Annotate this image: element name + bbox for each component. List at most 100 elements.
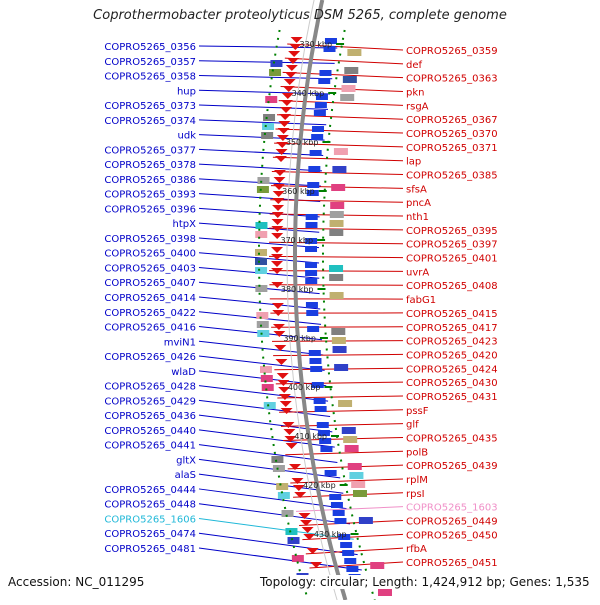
reverse-gene-glyph <box>284 79 296 85</box>
ruler-tick-label: 430 kbp <box>314 530 347 539</box>
right-gene-label: COPRO5265_0370 <box>406 129 498 140</box>
left-label-connector <box>199 105 328 109</box>
feature-color-block <box>271 456 283 463</box>
forward-gene-glyph <box>312 126 324 132</box>
left-gene-label: COPRO5265_0422 <box>104 308 196 319</box>
forward-gene-glyph <box>306 310 318 316</box>
feature-color-block <box>343 76 357 83</box>
feature-color-block <box>285 528 297 535</box>
reverse-gene-glyph <box>274 170 286 176</box>
left-gene-label: COPRO5265_0398 <box>104 234 196 245</box>
left-label-connector <box>199 61 335 64</box>
feature-color-block <box>331 328 345 335</box>
left-gene-label: COPRO5265_0407 <box>104 278 196 289</box>
right-gene-label: polB <box>406 447 428 458</box>
left-gene-label: COPRO5265_0374 <box>104 116 196 127</box>
right-label-connector <box>269 256 403 257</box>
right-gene-label: glf <box>406 420 419 431</box>
ruler-tick-label: 390 kbp <box>283 334 316 343</box>
left-gene-label: COPRO5265_0358 <box>104 72 196 83</box>
right-gene-label: pssF <box>406 406 429 417</box>
accession-text: Accession: NC_011295 <box>6 575 146 589</box>
feature-color-block <box>265 96 277 103</box>
right-gene-label: COPRO5265_0449 <box>406 516 498 527</box>
left-gene-label: COPRO5265_0378 <box>104 160 196 171</box>
topology-text: Topology: circular; Length: 1,424,912 bp… <box>258 575 592 589</box>
left-gene-label: alaS <box>175 470 196 481</box>
reverse-gene-glyph <box>281 100 293 106</box>
reverse-gene-glyph <box>272 205 284 211</box>
feature-color-block <box>255 222 267 229</box>
right-label-connector <box>299 520 403 525</box>
reverse-gene-glyph <box>286 65 298 71</box>
feature-color-block <box>261 132 273 139</box>
left-label-connector <box>199 415 332 432</box>
right-gene-label: rfbA <box>406 544 427 555</box>
reverse-gene-glyph <box>280 401 292 407</box>
left-gene-label: COPRO5265_0429 <box>104 396 196 407</box>
left-gene-label: COPRO5265_0396 <box>104 204 196 215</box>
feature-color-block <box>260 366 272 373</box>
right-gene-label: COPRO5265_0424 <box>406 364 498 375</box>
feature-color-block <box>263 114 275 121</box>
right-gene-label: COPRO5265_0401 <box>406 254 498 265</box>
right-gene-label: COPRO5265_0385 <box>406 171 498 182</box>
feature-color-block <box>257 330 269 337</box>
feature-color-block <box>292 555 304 562</box>
right-label-connector <box>306 548 403 554</box>
forward-gene-glyph <box>308 166 320 172</box>
forward-gene-glyph <box>314 110 326 116</box>
left-gene-label: COPRO5265_0377 <box>104 145 196 156</box>
reverse-gene-glyph <box>286 443 298 449</box>
left-gene-label: hup <box>177 86 196 97</box>
feature-color-block <box>331 184 345 191</box>
right-gene-label: rplM <box>406 475 428 486</box>
feature-color-block <box>270 60 282 67</box>
right-label-connector <box>293 493 403 497</box>
right-gene-label: COPRO5265_0371 <box>406 143 498 154</box>
feature-color-block <box>264 402 276 409</box>
reverse-gene-glyph <box>272 303 284 309</box>
feature-color-block <box>348 463 362 470</box>
ruler-tick-label: 370 kbp <box>280 236 313 245</box>
forward-gene-glyph <box>325 470 337 476</box>
forward-gene-glyph <box>314 398 326 404</box>
ruler-tick-label: 400 kbp <box>288 383 321 392</box>
feature-color-block <box>334 364 348 371</box>
reverse-gene-glyph <box>271 247 283 253</box>
forward-gene-glyph <box>307 326 319 332</box>
left-gene-label: udk <box>178 131 197 142</box>
feature-color-block <box>288 537 300 544</box>
right-gene-label: COPRO5265_0397 <box>406 240 498 251</box>
right-gene-label: COPRO5265_0435 <box>406 433 498 444</box>
left-gene-label: COPRO5265_0444 <box>104 485 196 496</box>
forward-gene-glyph <box>333 510 345 516</box>
left-gene-label: COPRO5265_0441 <box>104 441 196 452</box>
left-label-connector <box>199 208 320 216</box>
left-gene-label: COPRO5265_0436 <box>104 411 196 422</box>
feature-color-block <box>257 177 269 184</box>
forward-gene-glyph <box>305 262 317 268</box>
feature-color-block <box>378 589 392 596</box>
left-gene-label: COPRO5265_0416 <box>104 323 196 334</box>
right-gene-label: sfsA <box>406 184 427 195</box>
forward-gene-glyph <box>305 246 317 252</box>
feature-color-block <box>370 562 384 569</box>
right-gene-label: COPRO5265_0395 <box>406 226 498 237</box>
ruler-tick-label: 360 kbp <box>282 187 315 196</box>
left-gene-label: COPRO5265_0440 <box>104 426 196 437</box>
feature-color-block <box>349 472 363 479</box>
left-gene-label: gltX <box>176 455 196 466</box>
feature-color-block <box>340 94 354 101</box>
left-gene-label: COPRO5265_0386 <box>104 175 196 186</box>
right-gene-label: COPRO5265_1603 <box>406 503 498 514</box>
feature-color-block <box>359 517 373 524</box>
left-gene-label: htpX <box>173 219 197 230</box>
ruler-tick-label: 350 kbp <box>286 138 319 147</box>
feature-color-block <box>262 123 274 130</box>
right-gene-label: COPRO5265_0420 <box>406 350 498 361</box>
right-label-connector <box>273 354 403 355</box>
reverse-gene-glyph <box>272 212 284 218</box>
